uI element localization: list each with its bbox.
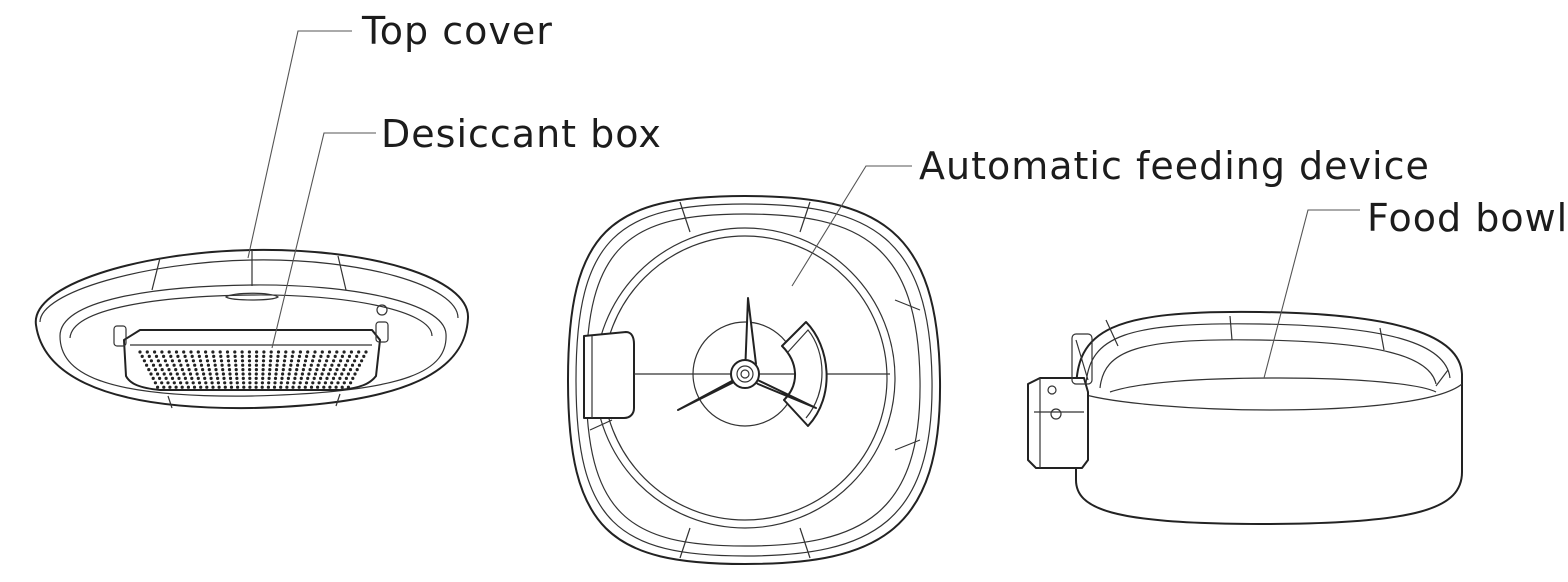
leader-food-bowl	[1263, 209, 1360, 379]
label-automatic-feeding-device: Automatic feeding device	[919, 144, 1430, 188]
feeding-device-drawing	[567, 195, 942, 565]
leader-top-cover	[247, 30, 352, 259]
label-top-cover: Top cover	[362, 9, 553, 53]
food-bowl-drawing	[1027, 310, 1463, 525]
desiccant-vent-holes	[138, 350, 368, 389]
label-food-bowl: Food bowl	[1367, 196, 1568, 240]
leader-automatic-feeding-device	[791, 165, 912, 287]
label-desiccant-box: Desiccant box	[381, 112, 662, 156]
leader-desiccant-box	[271, 132, 376, 349]
top-cover-drawing	[34, 248, 470, 410]
leader-lines	[247, 30, 1360, 379]
